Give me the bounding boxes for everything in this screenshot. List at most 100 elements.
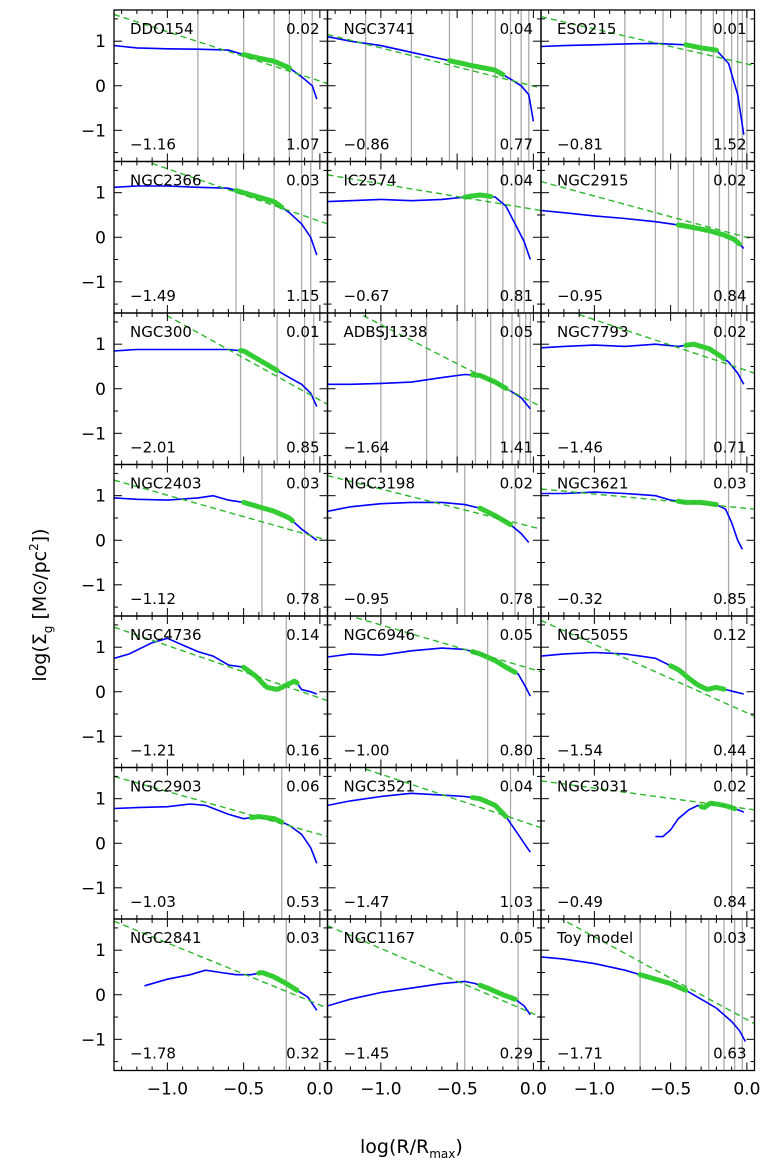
panel-top-value: 0.02	[286, 20, 319, 38]
panel-bottom-value: 0.29	[500, 1045, 533, 1063]
fit-line	[160, 313, 328, 405]
panel-top-value: 0.01	[286, 323, 319, 341]
panel-slope: −1.64	[344, 439, 390, 457]
y-tick-label: 1	[95, 32, 106, 52]
panel-slope: −1.71	[557, 1045, 603, 1063]
panel-name: IC2574	[344, 172, 397, 190]
panel-bottom-value: 0.71	[713, 439, 746, 457]
fit-region	[469, 795, 509, 819]
panel-top-value: 0.05	[500, 626, 533, 644]
fit-region	[256, 970, 300, 993]
y-tick-label: 1	[95, 335, 106, 355]
fit-line	[541, 780, 755, 811]
fit-line	[327, 925, 541, 1018]
panel-top-value: 0.03	[286, 929, 319, 947]
profile-line	[144, 969, 318, 1011]
panel-name: NGC7793	[557, 323, 629, 341]
fit-region	[447, 58, 506, 78]
fit-line	[560, 919, 755, 1025]
fit-line	[114, 626, 328, 702]
fit-line	[327, 174, 541, 212]
panel-top-value: 0.05	[500, 323, 533, 341]
profile-line	[327, 194, 532, 260]
y-tick-label: 0	[95, 683, 106, 703]
fit-line	[356, 313, 541, 408]
panel-top-value: 0.04	[500, 20, 533, 38]
panel-bottom-value: 0.84	[713, 287, 746, 305]
panel-slope: −1.47	[344, 893, 390, 911]
fit-region	[698, 800, 738, 812]
panel-bottom-value: 0.85	[713, 590, 746, 608]
panel-name: ESO215	[557, 20, 616, 38]
fit-line	[541, 619, 755, 717]
x-tick-label: −1.0	[360, 1080, 401, 1100]
panel-slope: −0.49	[557, 893, 603, 911]
fit-line	[114, 479, 328, 541]
panel-name: NGC2915	[557, 172, 629, 190]
panel-slope: −0.95	[344, 590, 390, 608]
panel-top-value: 0.02	[713, 172, 746, 190]
panel-slope: −1.49	[130, 287, 176, 305]
panel-bottom-value: 0.84	[713, 893, 746, 911]
profile-line	[327, 980, 531, 1016]
panel-ngc2915: NGC2915 0.02 −0.95 0.84	[540, 160, 756, 314]
y-axis-label: log(Σg [M⊙/pc2])	[6, 440, 66, 770]
panel-slope: −0.95	[557, 287, 603, 305]
panel-name: NGC3621	[557, 475, 629, 493]
profile-line	[327, 373, 531, 410]
y-tick-label: 1	[95, 487, 106, 507]
panel-bottom-value: 1.07	[286, 136, 319, 154]
panel-name: ADBSJ1338	[344, 323, 428, 341]
y-tick-label: 0	[95, 986, 106, 1006]
fit-line	[114, 920, 328, 1009]
x-tick-label: 0.0	[520, 1080, 547, 1100]
panel-bottom-value: 0.85	[286, 439, 319, 457]
fit-line	[327, 33, 541, 89]
fit-line	[347, 616, 541, 673]
y-tick-label: 0	[95, 834, 106, 854]
panel-bottom-value: 0.53	[286, 893, 319, 911]
panel-top-value: 0.04	[500, 172, 533, 190]
profile-line	[327, 792, 531, 853]
panel-name: Toy model	[556, 929, 633, 947]
fit-line	[327, 474, 541, 530]
y-tick-label: −1	[81, 121, 106, 141]
panel-slope: −1.78	[130, 1045, 176, 1063]
panel-slope: −1.54	[557, 742, 603, 760]
y-tick-label: 1	[95, 790, 106, 810]
y-tick-label: −1	[81, 576, 106, 596]
panel-top-value: 0.02	[500, 475, 533, 493]
x-tick-label: 0.0	[306, 1080, 333, 1100]
panel-bottom-value: 0.16	[286, 742, 319, 760]
panel-bottom-value: 0.63	[713, 1045, 746, 1063]
panel-name: NGC6946	[344, 626, 416, 644]
fit-line	[541, 180, 755, 241]
fit-line	[114, 775, 328, 838]
y-tick-label: 1	[95, 184, 106, 204]
x-tick-label: −1.0	[147, 1080, 188, 1100]
panel-name: NGC3521	[344, 778, 416, 796]
y-tick-label: 0	[95, 531, 106, 551]
fit-line	[541, 488, 755, 510]
panel-top-value: 0.06	[286, 778, 319, 796]
fit-line	[144, 161, 328, 225]
panel-bottom-value: 0.78	[500, 590, 533, 608]
panel-bottom-value: 0.78	[286, 590, 319, 608]
y-tick-label: −1	[81, 879, 106, 899]
panel-name: NGC1167	[344, 929, 416, 947]
panel-top-value: 0.14	[286, 626, 319, 644]
x-tick-label: −1.0	[574, 1080, 615, 1100]
profile-line	[114, 803, 318, 864]
